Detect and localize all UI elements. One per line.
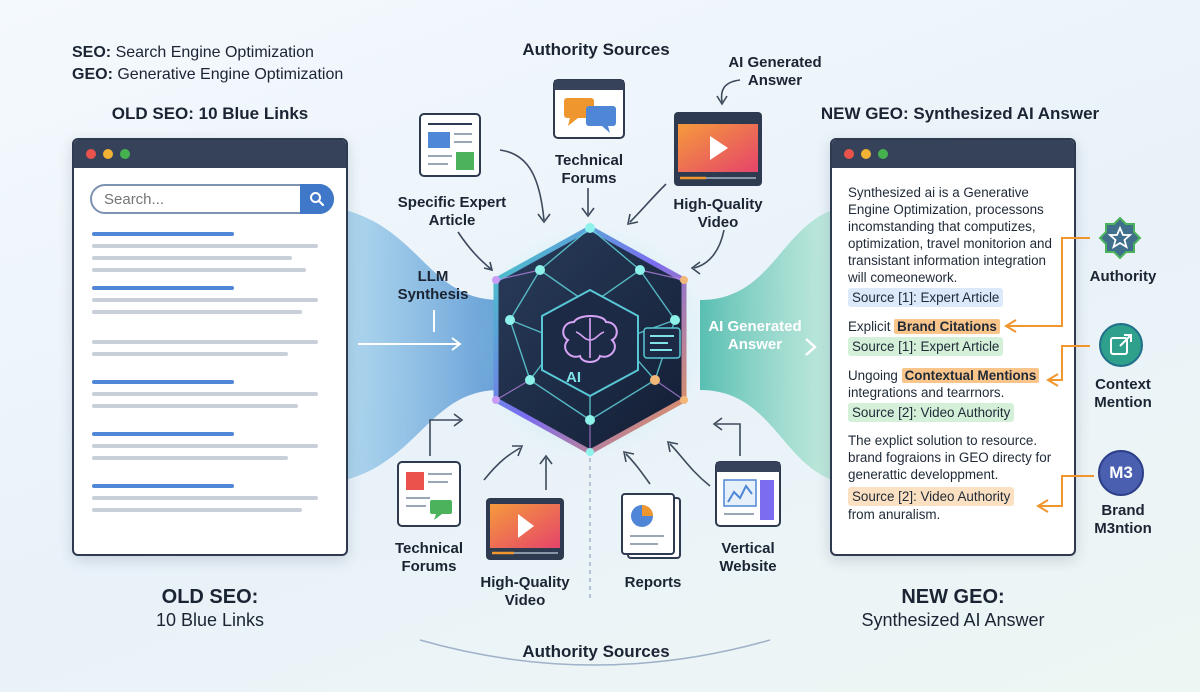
result-snippet — [92, 298, 318, 302]
result-snippet — [92, 508, 302, 512]
result-snippet — [92, 456, 288, 460]
badge-label-context-mention: Context Mention — [1094, 376, 1152, 411]
curved-arrow-icon — [716, 79, 741, 106]
source-label-vertical-website: Vertical Website — [719, 540, 777, 575]
llm-input-arrow — [358, 310, 462, 351]
external-link-icon — [1099, 323, 1143, 367]
legend-seo-text: Search Engine Optimization — [115, 44, 314, 61]
old-seo-heading: OLD SEO: 10 Blue Links — [111, 104, 309, 123]
answer-paragraph: Synthesized ai is a Generative Engine Op… — [848, 185, 1052, 285]
bottom-source-connectors — [429, 413, 741, 490]
result-snippet — [92, 310, 302, 314]
source-citation[interactable]: Source [2]: Video Authority — [848, 403, 1015, 422]
source-label-reports: Reports — [624, 574, 682, 591]
result-link[interactable] — [92, 484, 234, 488]
new-geo-heading: NEW GEO: Synthesized AI Answer — [820, 104, 1100, 123]
legend-geo-abbr: GEO: — [72, 66, 113, 83]
source-label-technical-forums-top: Technical Forums — [554, 152, 624, 187]
answer-text: from anuralism. — [848, 507, 941, 522]
close-dot-icon[interactable] — [86, 149, 96, 159]
source-citation[interactable]: Source [1]: Expert Article — [848, 337, 1004, 356]
result-snippet — [92, 392, 318, 396]
top-source-connectors — [457, 149, 725, 275]
legend-seo-abbr: SEO: — [72, 44, 112, 61]
result-snippet — [92, 404, 298, 408]
video-play-icon — [486, 498, 564, 560]
ai-core-network: AI — [472, 222, 708, 458]
search-input[interactable] — [92, 186, 292, 212]
answer-paragraph: The explict solution to resource. brand … — [848, 433, 1052, 482]
result-snippet — [92, 444, 318, 448]
search-bar — [90, 184, 334, 214]
result-snippet — [92, 268, 306, 272]
source-citation[interactable]: Source [2]: Video Authority — [848, 487, 1015, 506]
close-dot-icon[interactable] — [844, 149, 854, 159]
chat-document-icon — [397, 461, 461, 527]
answer-text: Ungoing — [848, 368, 898, 383]
authority-sources-bottom-title: Authority Sources — [522, 642, 670, 661]
source-label-video-bottom: High-Quality Video — [480, 574, 570, 609]
result-link[interactable] — [92, 432, 234, 436]
llm-synthesis-label: LLM Synthesis — [397, 268, 469, 303]
result-snippet — [92, 340, 318, 344]
result-link[interactable] — [92, 232, 234, 236]
badge-label-authority: Authority — [1089, 268, 1157, 285]
result-link[interactable] — [92, 380, 234, 384]
window-title-bar — [832, 140, 1074, 168]
ai-generated-answer-top-label: AI Generated Answer — [728, 54, 822, 89]
minimize-dot-icon[interactable] — [103, 149, 113, 159]
badge-connectors — [1004, 237, 1094, 513]
result-snippet — [92, 256, 292, 260]
source-label-technical-forums-bottom: Technical Forums — [394, 540, 464, 575]
source-citation[interactable]: Source [1]: Expert Article — [848, 288, 1004, 307]
maximize-dot-icon[interactable] — [120, 149, 130, 159]
authority-sources-top-title: Authority Sources — [522, 40, 670, 59]
legend: SEO: Search Engine Optimization GEO: Gen… — [72, 42, 343, 86]
chart-website-icon — [715, 461, 781, 527]
answer-text: Explicit — [848, 319, 891, 334]
pie-report-icon — [621, 493, 681, 559]
old-seo-bottom-title: OLD SEO: — [161, 586, 259, 608]
chat-bubbles-icon — [553, 79, 625, 139]
minimize-dot-icon[interactable] — [861, 149, 871, 159]
new-geo-browser-window: Synthesized ai is a Generative Engine Op… — [830, 138, 1076, 556]
old-seo-bottom-subtitle: 10 Blue Links — [155, 610, 265, 630]
article-icon — [419, 113, 481, 177]
legend-geo-text: Generative Engine Optimization — [117, 66, 344, 83]
ai-generated-answer-arrow-label: AI Generated Answer — [708, 318, 802, 353]
synthesized-answer-text: Synthesized ai is a Generative Engine Op… — [848, 184, 1068, 523]
new-geo-bottom-title: NEW GEO: — [901, 586, 1005, 608]
result-snippet — [92, 496, 318, 500]
result-snippet — [92, 244, 318, 248]
maximize-dot-icon[interactable] — [878, 149, 888, 159]
search-icon — [310, 192, 325, 207]
answer-text: integrations and tearrnors. — [848, 385, 1005, 400]
m3-badge-icon: M3 — [1098, 450, 1144, 496]
brand-citations-highlight: Brand Citations — [894, 319, 1000, 334]
source-label-expert-article: Specific Expert Article — [397, 194, 507, 229]
source-label-video-top: High-Quality Video — [673, 196, 763, 231]
video-play-icon — [674, 112, 762, 186]
search-button[interactable] — [300, 184, 334, 214]
result-link[interactable] — [92, 286, 234, 290]
chevron-right-icon — [805, 338, 817, 356]
result-snippet — [92, 352, 288, 356]
ai-core-text: AI — [566, 369, 581, 386]
old-seo-browser-window — [72, 138, 348, 556]
new-geo-bottom-subtitle: Synthesized AI Answer — [861, 610, 1045, 630]
star-badge-icon — [1098, 216, 1142, 260]
window-title-bar — [74, 140, 346, 168]
badge-label-brand-mention: Brand M3ntion — [1094, 502, 1152, 537]
contextual-mentions-highlight: Contextual Mentions — [901, 368, 1040, 383]
